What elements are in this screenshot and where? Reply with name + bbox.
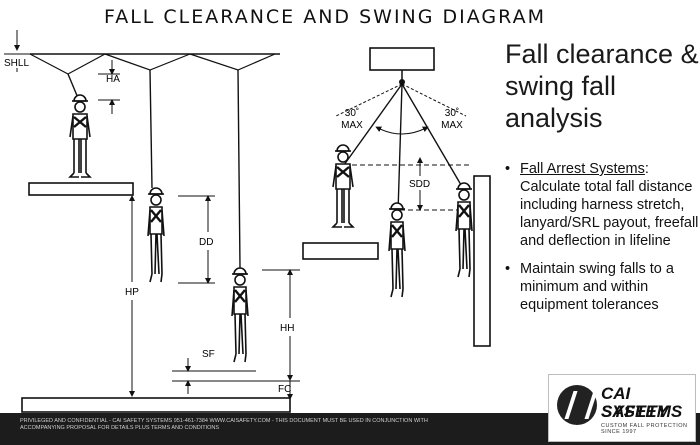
label-dd: DD	[199, 237, 213, 248]
section-heading: Fall clearance & swing fall analysis	[505, 39, 699, 133]
logo-name-line2: SYSTEMS	[601, 402, 683, 421]
footer-text: PRIVILEGED AND CONFIDENTIAL - CAI SAFETY…	[20, 418, 428, 431]
logo-emblem-icon	[557, 385, 597, 425]
bullet-item: Maintain swing falls to a minimum and wi…	[505, 260, 700, 314]
bullet-list: Fall Arrest Systems: Calculate total fal…	[505, 160, 700, 324]
bullet-text: Maintain swing falls to a minimum and wi…	[520, 261, 674, 313]
label-hh: HH	[280, 323, 294, 334]
label-sf: SF	[202, 349, 215, 360]
logo-tagline: CUSTOM FALL PROTECTION SINCE 1997	[601, 423, 688, 435]
bullet-text: : Calculate total fall distance includin…	[520, 161, 699, 249]
company-logo: CAI SAFETY SYSTEMS CUSTOM FALL PROTECTIO…	[548, 374, 696, 442]
logo-name-line1: CAI SAFETY	[601, 384, 669, 421]
label-fc: FC	[278, 384, 291, 395]
label-hp: HP	[125, 287, 139, 298]
bullet-item: Fall Arrest Systems: Calculate total fal…	[505, 160, 700, 250]
diagram-title: FALL CLEARANCE AND SWING DIAGRAM	[104, 6, 546, 28]
label-sdd: SDD	[409, 179, 430, 190]
angle-left-value: 30˚	[345, 107, 359, 119]
label-shll: SHLL	[4, 58, 29, 69]
bullet-lead: Fall Arrest Systems	[520, 161, 645, 177]
angle-right-value: 30˚	[445, 107, 459, 119]
label-ha: HA	[106, 74, 120, 85]
angle-right-word: MAX	[441, 120, 463, 131]
angle-left-word: MAX	[341, 120, 363, 131]
